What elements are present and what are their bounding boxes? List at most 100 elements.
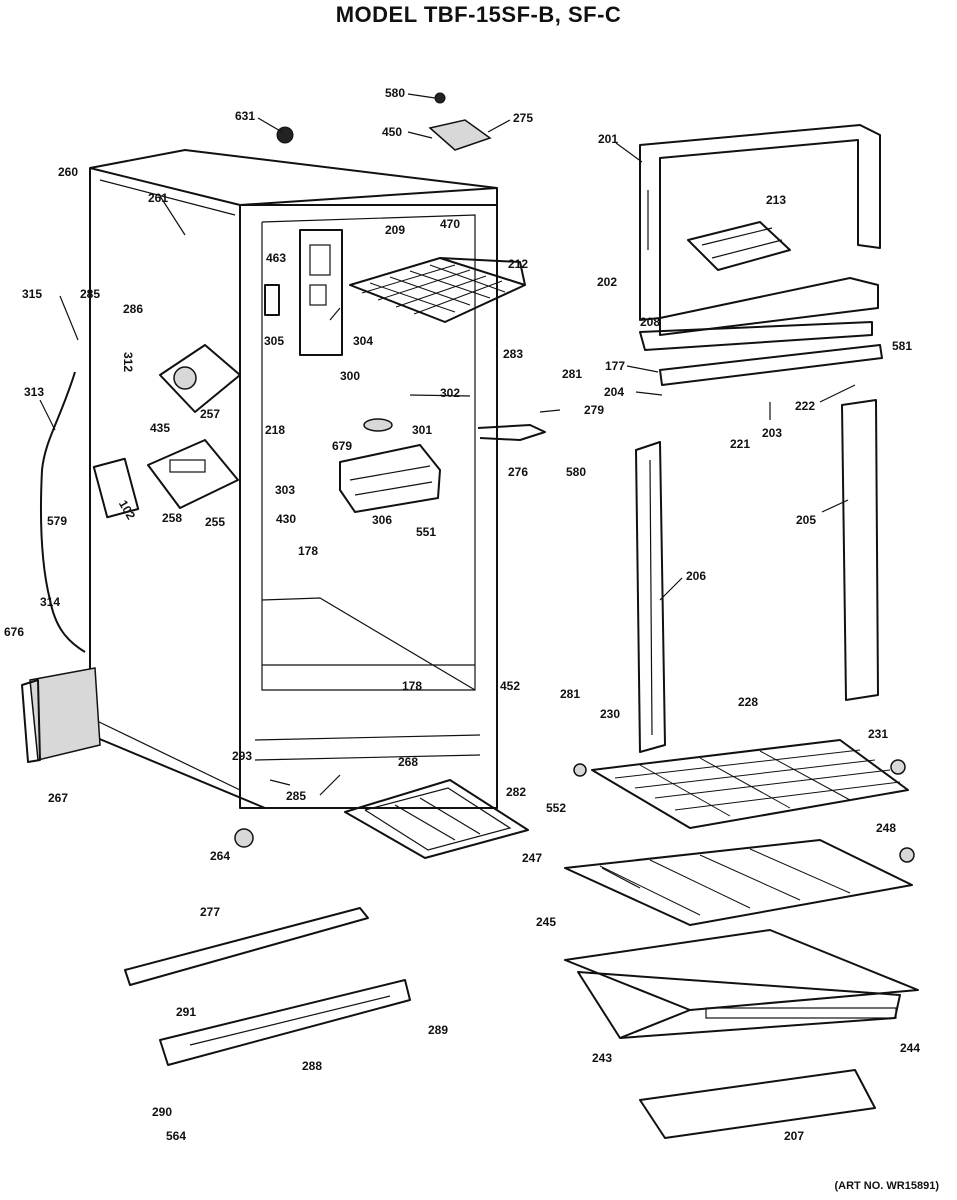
part-label: 243 [592, 1051, 612, 1065]
fan-assembly [339, 418, 441, 513]
part-label: 222 [795, 399, 815, 413]
part-label: 264 [210, 849, 230, 863]
part-label: 212 [508, 257, 528, 271]
cabinet [89, 149, 498, 809]
shelf-support-left [573, 763, 587, 777]
part-label: 679 [332, 439, 352, 453]
door-liner-strip [635, 441, 666, 753]
thermostat [159, 344, 241, 413]
part-label: 285 [80, 287, 100, 301]
toe-grille-bracket [124, 907, 369, 986]
part-label: 201 [598, 132, 618, 146]
part-label: 102 [116, 498, 138, 523]
part-label: 312 [121, 352, 135, 372]
part-label: 551 [416, 525, 436, 539]
drip-tray [344, 779, 529, 859]
part-label: 209 [385, 223, 405, 237]
part-label: 300 [340, 369, 360, 383]
part-label: 313 [24, 385, 44, 399]
part-label: 290 [152, 1105, 172, 1119]
part-label: 302 [440, 386, 460, 400]
part-label: 303 [275, 483, 295, 497]
part-label: 245 [536, 915, 556, 929]
part-label: 230 [600, 707, 620, 721]
freezer-door-shelf [659, 277, 879, 336]
part-label: 285 [286, 789, 306, 803]
part-label: 247 [522, 851, 542, 865]
part-label: 564 [166, 1129, 186, 1143]
part-label: 286 [123, 302, 143, 316]
wire-shelf [591, 739, 909, 829]
part-label: 207 [784, 1129, 804, 1143]
fresh-food-door-panel [841, 399, 879, 701]
part-label: 288 [302, 1059, 322, 1073]
leader-lines [39, 93, 856, 889]
part-label: 178 [298, 544, 318, 558]
shelf-support-lower [899, 847, 915, 863]
part-label: 305 [264, 334, 284, 348]
part-label: 579 [47, 514, 67, 528]
part-label: 301 [412, 423, 432, 437]
part-label: 202 [597, 275, 617, 289]
part-label: 244 [900, 1041, 920, 1055]
part-label: 450 [382, 125, 402, 139]
part-label: 177 [605, 359, 625, 373]
part-label: 248 [876, 821, 896, 835]
part-label: 218 [265, 423, 285, 437]
part-label: 314 [40, 595, 60, 609]
part-label: 277 [200, 905, 220, 919]
door-bin [639, 1069, 876, 1139]
part-label: 258 [162, 511, 182, 525]
part-label: 580 [385, 86, 405, 100]
top-hinge [428, 119, 492, 151]
part-label: 293 [232, 749, 252, 763]
part-label: 267 [48, 791, 68, 805]
part-label: 315 [22, 287, 42, 301]
part-label: 552 [546, 801, 566, 815]
part-label: 676 [4, 625, 24, 639]
part-label: 291 [176, 1005, 196, 1019]
part-label: 435 [150, 421, 170, 435]
part-label: 283 [503, 347, 523, 361]
part-label: 213 [766, 193, 786, 207]
part-label: 203 [762, 426, 782, 440]
ice-tray [687, 221, 791, 271]
part-label: 281 [562, 367, 582, 381]
part-label: 452 [500, 679, 520, 693]
part-label: 275 [513, 111, 533, 125]
part-label: 231 [868, 727, 888, 741]
part-label: 257 [200, 407, 220, 421]
part-label: 581 [892, 339, 912, 353]
part-label: 261 [148, 191, 168, 205]
part-label: 205 [796, 513, 816, 527]
part-label: 470 [440, 217, 460, 231]
part-label: 279 [584, 403, 604, 417]
shelf-support-right [890, 759, 906, 775]
light-socket [92, 457, 140, 519]
freezer-door-liner [639, 124, 881, 321]
part-label: 268 [398, 755, 418, 769]
part-label: 204 [604, 385, 624, 399]
crisper-drawer [564, 929, 919, 1039]
leveling-leg [234, 828, 254, 848]
part-labels: 580 631 275 450 201 260 261 209 470 463 … [4, 86, 920, 1143]
rear-panel [21, 667, 101, 763]
part-label: 260 [58, 165, 78, 179]
door-trim [659, 344, 883, 386]
tube-line [39, 371, 86, 653]
part-label: 255 [205, 515, 225, 529]
diagram-title: MODEL TBF-15SF-B, SF-C [335, 2, 622, 27]
toe-grille [159, 979, 411, 1066]
door-gasket [639, 321, 873, 351]
part-label: 208 [640, 315, 660, 329]
part-label: 430 [276, 512, 296, 526]
screw [434, 92, 446, 104]
part-label: 221 [730, 437, 750, 451]
control-housing [264, 229, 343, 356]
part-label: 228 [738, 695, 758, 709]
part-label: 281 [560, 687, 580, 701]
part-label: 304 [353, 334, 373, 348]
part-label: 206 [686, 569, 706, 583]
part-label: 289 [428, 1023, 448, 1037]
